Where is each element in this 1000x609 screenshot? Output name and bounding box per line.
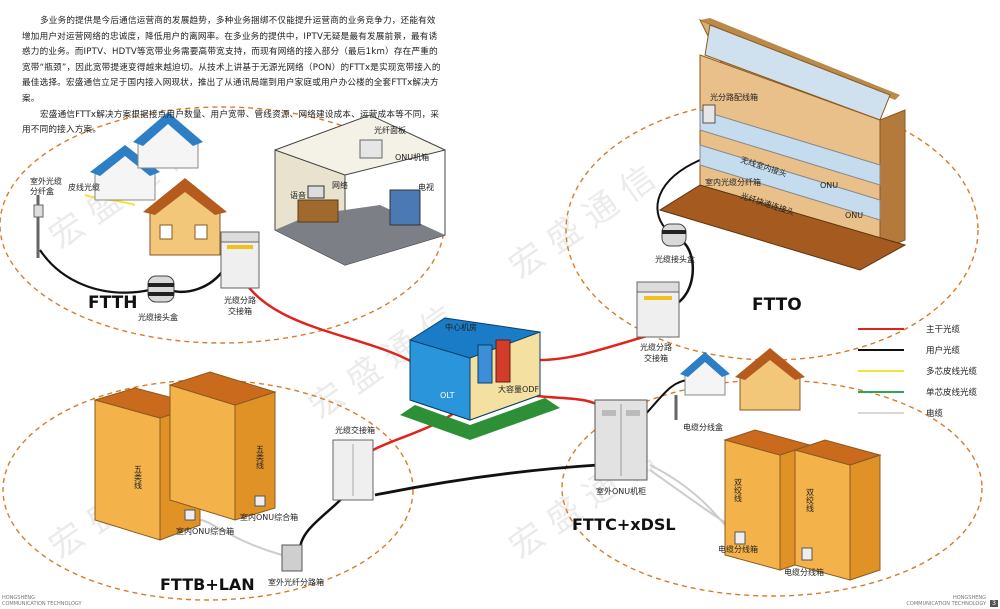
label-ftth-drop-box-2: 分纤盒 — [30, 186, 54, 196]
legend-label: 单芯皮线光缆 — [926, 387, 978, 398]
footer-brand: HONGSHENG — [2, 595, 36, 601]
intro-text: 多业务的提供是今后通信运营商的发展趋势，多种业务捆绑不仅能提升运营商的业务竞争力… — [22, 14, 442, 139]
user-cable-fttc — [374, 463, 599, 497]
label-fttb-cross: 光缆交接箱 — [335, 425, 375, 435]
svg-text:宏 盛 通 信: 宏 盛 通 信 — [502, 158, 663, 287]
label-room-onu: ONU机箱 — [395, 152, 429, 162]
fttb-buildings — [93, 371, 277, 541]
label-ftto-splice: 光缆接头盒 — [655, 254, 695, 264]
label-odf: 大容量ODF — [498, 384, 539, 394]
legend-swatch — [858, 390, 904, 393]
fttc-buildings — [723, 429, 882, 581]
label-olt: OLT — [440, 391, 455, 400]
label-fttb-wulei-2: 五类线 — [256, 445, 265, 469]
ftto-cabinet — [636, 281, 680, 338]
label-ftto-onu-2: ONU — [845, 211, 863, 220]
user-cable-ftto-2 — [656, 159, 701, 229]
fttb-cross-box — [332, 439, 374, 501]
label-fttc-split: 电缆分线盒 — [683, 422, 723, 432]
ftth-room-cutaway — [274, 114, 446, 266]
label-ftto-cab-1: 光缆分路 — [640, 342, 672, 352]
label-fttc-onu-cab: 室外ONU机柜 — [596, 486, 646, 496]
legend-item: 用户光缆 — [858, 339, 998, 360]
label-room-panel: 光纤面板 — [374, 125, 406, 135]
copper-cable-3 — [199, 519, 283, 556]
legend-label: 电缆 — [926, 408, 944, 419]
ftto-splice-box — [661, 223, 687, 247]
ftth-cabinet — [220, 231, 260, 289]
label-central-office: 中心机房 — [445, 322, 477, 332]
legend-swatch — [858, 369, 904, 372]
trunk-cable-ftto — [539, 333, 651, 362]
label-fttc-split-box-2: 电缆分线箱 — [784, 567, 824, 577]
legend-label: 用户光缆 — [926, 345, 961, 356]
intro-paragraph: 宏盛通信FTTx解决方案根据接点用户数量、用户宽带、管线资源、网络建设成本、运营… — [22, 109, 440, 136]
label-fttc-twisted-1: 双绞线 — [734, 478, 743, 502]
label-ftth-splice: 光缆接头盒 — [138, 312, 178, 322]
label-fttb-wulei-1: 五类线 — [134, 465, 143, 489]
legend-item: 多芯皮线光缆 — [858, 360, 998, 381]
ftth-houses — [33, 112, 227, 258]
footer-brand-sub: COMMUNICATION TECHNOLOGY — [906, 601, 986, 607]
legend-item: 单芯皮线光缆 — [858, 381, 998, 402]
label-ftth-drop-box-1: 室外光缆 — [30, 176, 62, 186]
label-ftth-cab-2: 交接箱 — [228, 306, 252, 316]
footer-brand-sub: COMMUNICATION TECHNOLOGY — [2, 601, 82, 607]
ftto-title: FTTO — [752, 295, 802, 315]
label-room-network: 网络 — [332, 180, 348, 190]
legend-swatch — [858, 348, 904, 351]
fttc-houses — [674, 348, 805, 420]
legend-label: 多芯皮线光缆 — [926, 366, 978, 377]
label-fttb-indoor-1: 室内ONU综合箱 — [176, 526, 234, 536]
label-fttb-split: 室外光纤分路箱 — [268, 577, 324, 587]
fttb-outdoor-split — [281, 544, 303, 572]
legend-item: 主干光缆 — [858, 318, 998, 339]
label-fttc-split-box-1: 电缆分线箱 — [718, 544, 758, 554]
fttc-title: FTTC+xDSL — [572, 515, 676, 534]
ftth-title: FTTH — [88, 293, 137, 313]
label-ftto-onu-1: ONU — [820, 181, 838, 190]
ftto-building — [658, 18, 907, 271]
footer-brand: HONGSHENG — [952, 595, 986, 601]
label-ftto-indoor: 室内光缆分纤箱 — [705, 177, 761, 187]
user-cable-ftth-2 — [39, 249, 151, 294]
intro-paragraph: 多业务的提供是今后通信运营商的发展趋势，多种业务捆绑不仅能提升运营商的业务竞争力… — [22, 16, 441, 104]
legend-swatch — [858, 411, 904, 414]
label-ftto-cab-2: 交接箱 — [644, 353, 668, 363]
label-room-phone: 语音 — [290, 190, 306, 200]
legend: 主干光缆 用户光缆 多芯皮线光缆 单芯皮线光缆 电缆 — [858, 318, 998, 423]
label-room-tv: 电视 — [418, 182, 434, 192]
legend-label: 主干光缆 — [926, 324, 961, 335]
label-fttb-indoor-2: 室内ONU综合箱 — [240, 512, 298, 522]
fttc-onu-cabinet — [594, 399, 648, 481]
legend-swatch — [858, 327, 904, 330]
label-ftth-drop-cable: 皮线光缆 — [68, 182, 100, 192]
footer-right: HONGSHENG COMMUNICATION TECHNOLOGY — [906, 595, 986, 607]
user-cable-ftth — [169, 267, 227, 294]
label-fttc-twisted-2: 双绞线 — [806, 488, 815, 512]
footer-left: HONGSHENG COMMUNICATION TECHNOLOGY — [2, 595, 82, 607]
label-ftth-cab-1: 光缆分路 — [224, 295, 256, 305]
label-ftto-dist: 光分路配线箱 — [710, 92, 758, 102]
central-office — [400, 317, 560, 440]
legend-item: 电缆 — [858, 402, 998, 423]
page-number: 3 — [990, 600, 998, 607]
ftth-splice-box — [147, 275, 175, 303]
fttb-title: FTTB+LAN — [160, 575, 255, 594]
